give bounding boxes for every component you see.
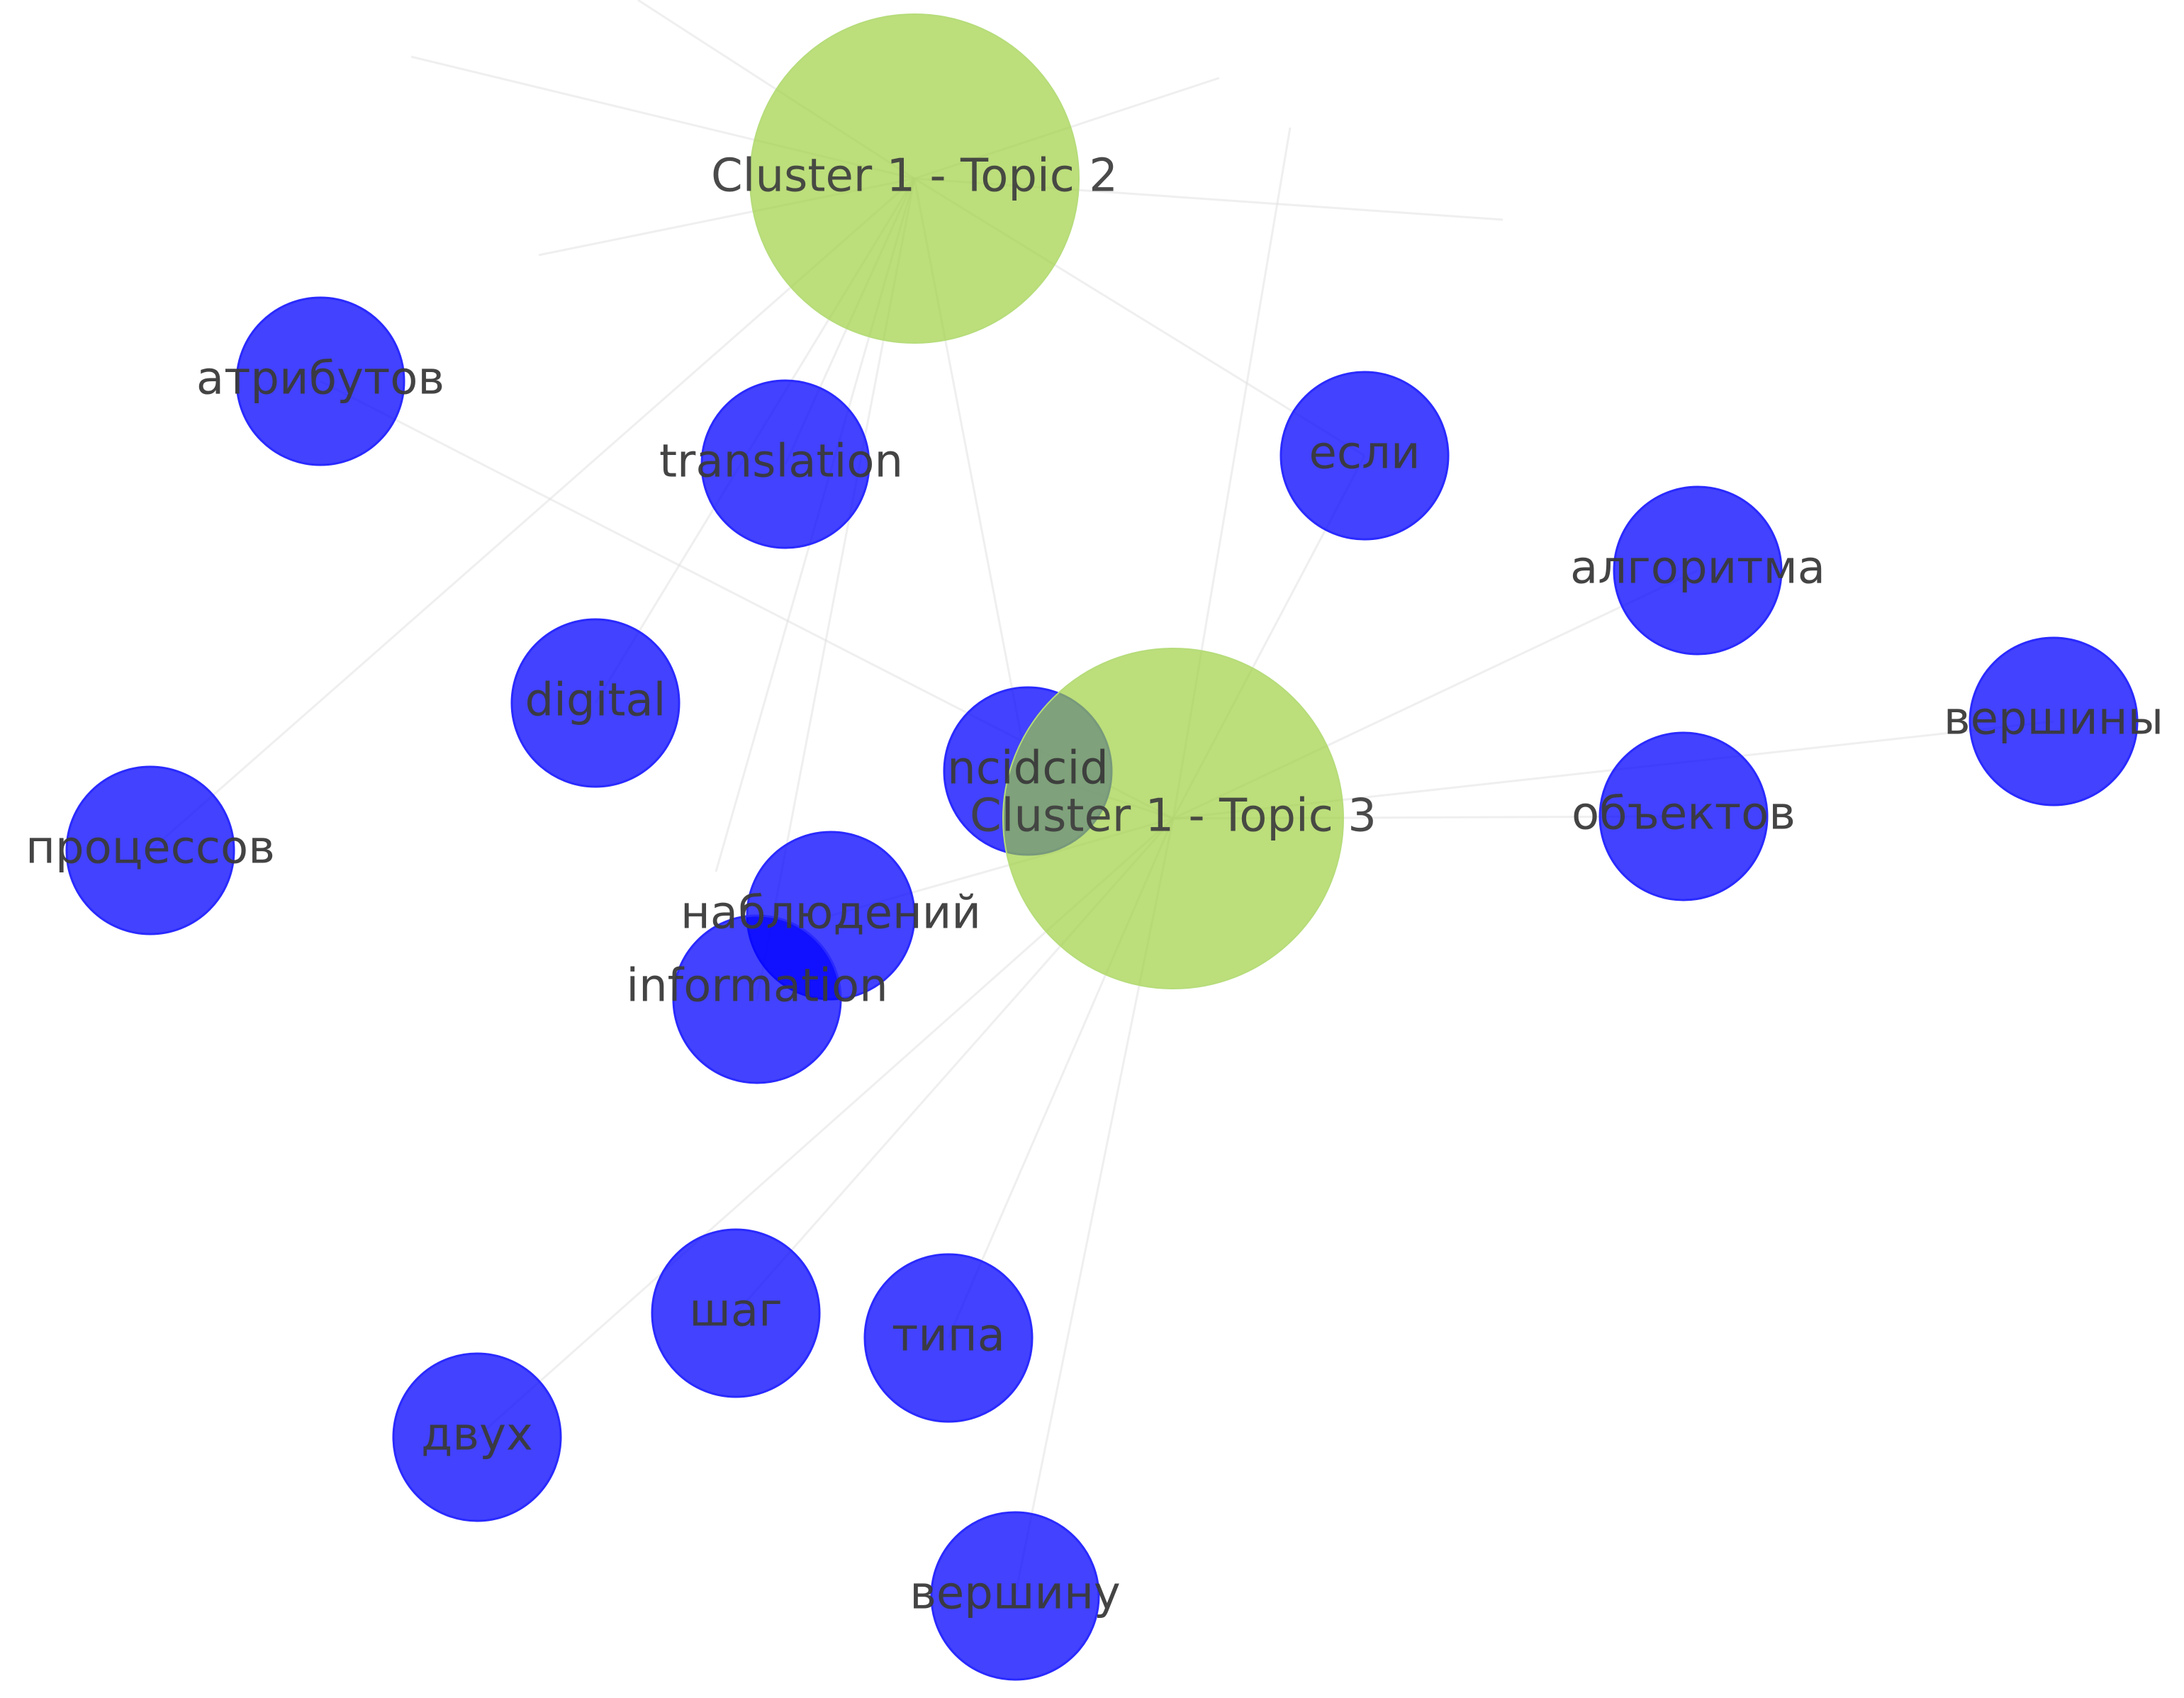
term-node-tipa[interactable] (863, 1253, 1034, 1423)
node-label-digital: digital (525, 675, 666, 727)
term-node-esli[interactable] (1279, 371, 1450, 541)
node-label-obektov: объектов (1572, 788, 1796, 840)
term-node-algoritma[interactable] (1613, 485, 1783, 656)
node-label-topic2: Cluster 1 - Topic 2 (711, 150, 1118, 203)
node-label-ncidcid: ncidcid (947, 743, 1109, 795)
node-label-information: information (626, 960, 887, 1013)
topic-node-topic2[interactable] (749, 13, 1080, 344)
term-node-vershiny[interactable] (1969, 636, 2139, 806)
node-label-attributes: атрибутов (196, 353, 444, 405)
node-label-topic3: Cluster 1 - Topic 3 (970, 790, 1377, 843)
nodes-layer (65, 13, 2139, 1681)
node-label-esli: если (1309, 427, 1420, 480)
edge-topic2-processov (150, 177, 915, 852)
term-node-digital[interactable] (510, 618, 681, 788)
term-node-processov[interactable] (65, 765, 235, 935)
term-node-information[interactable] (672, 914, 842, 1084)
term-node-dvukh[interactable] (392, 1352, 562, 1522)
node-label-shag: шаг (689, 1285, 782, 1337)
node-label-algoritma: алгоритма (1570, 542, 1825, 595)
node-label-processov: процессов (26, 822, 275, 875)
node-label-nabludeniy: наблюдений (681, 887, 981, 940)
term-node-shag[interactable] (651, 1228, 821, 1398)
node-label-tipa: типа (892, 1310, 1005, 1362)
topic-node-topic3[interactable] (1002, 648, 1344, 989)
term-node-obektov[interactable] (1598, 731, 1769, 901)
node-label-vershiny: вершины (1944, 693, 2163, 746)
term-node-attributes[interactable] (235, 296, 405, 466)
node-label-translation: translation (659, 436, 903, 488)
node-label-vershinu: вершину (909, 1568, 1121, 1620)
node-label-dvukh: двух (421, 1409, 533, 1461)
term-node-translation[interactable] (700, 379, 870, 549)
labels-layer: Cluster 1 - Topic 2 Cluster 1 - Topic 3 ат… (26, 150, 2163, 1620)
term-node-vershinu[interactable] (930, 1511, 1100, 1681)
